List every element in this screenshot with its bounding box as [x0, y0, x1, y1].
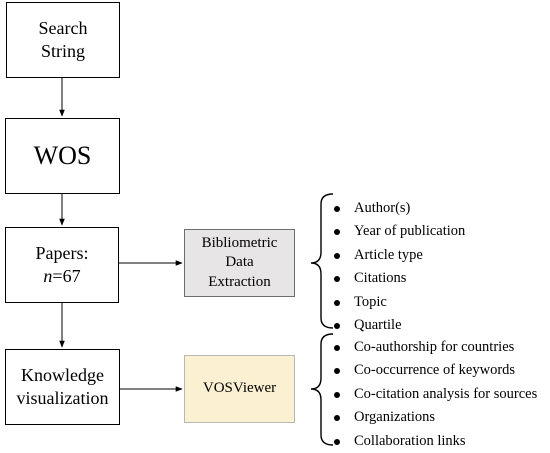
search-string-line2: String: [40, 41, 85, 61]
list-item: Citations: [334, 267, 465, 290]
list-item: Author(s): [334, 197, 465, 220]
bullet-icon: [334, 276, 340, 283]
biblio-line3: Extraction: [208, 273, 271, 290]
knowledge-line1: Knowledge: [21, 364, 104, 385]
list-item: Article type: [334, 244, 465, 267]
vosviewer-label: VOSViewer: [202, 380, 277, 397]
papers-count-n: n: [43, 266, 53, 286]
knowledge-visualization-box: Knowledge visualization: [5, 349, 120, 425]
papers-count-value: =67: [52, 266, 81, 286]
bullet-icon: [334, 322, 340, 329]
wos-label: WOS: [33, 141, 92, 171]
brace-biblio: [310, 193, 334, 329]
papers-box: Papers: n=67: [5, 227, 119, 303]
vosviewer-items-list: Co-authorship for countries Co-occurrenc…: [334, 336, 537, 453]
bullet-icon: [334, 415, 340, 422]
vosviewer-box: VOSViewer: [184, 355, 295, 423]
list-item: Co-occurrence of keywords: [334, 359, 537, 382]
list-item: Co-authorship for countries: [334, 336, 537, 359]
bullet-icon: [334, 229, 340, 236]
knowledge-line2: visualization: [16, 388, 109, 408]
list-item: Year of publication: [334, 220, 465, 243]
bullet-icon: [334, 299, 340, 306]
bullet-icon: [334, 345, 340, 351]
wos-box: WOS: [5, 118, 120, 194]
list-item: Co-citation analysis for sources: [334, 383, 537, 406]
biblio-line1: Bibliometric: [201, 234, 278, 251]
list-item: Quartile: [334, 314, 465, 337]
papers-count: n=67: [36, 265, 89, 288]
search-string-box: Search String: [6, 2, 120, 78]
list-item: Organizations: [334, 406, 537, 429]
bullet-icon: [334, 438, 340, 445]
biblio-line2: Data: [225, 254, 254, 271]
bullet-icon: [334, 368, 340, 375]
bullet-icon: [334, 391, 340, 398]
list-item: Collaboration links: [334, 430, 537, 453]
bibliometric-extraction-box: Bibliometric Data Extraction: [184, 229, 295, 297]
bibliometric-items-list: Author(s) Year of publication Article ty…: [334, 197, 465, 337]
search-string-line1: Search: [38, 17, 88, 38]
list-item: Topic: [334, 291, 465, 314]
brace-vos: [310, 333, 334, 446]
bullet-icon: [334, 252, 340, 259]
papers-label: Papers:: [35, 242, 89, 263]
bullet-icon: [334, 206, 340, 212]
